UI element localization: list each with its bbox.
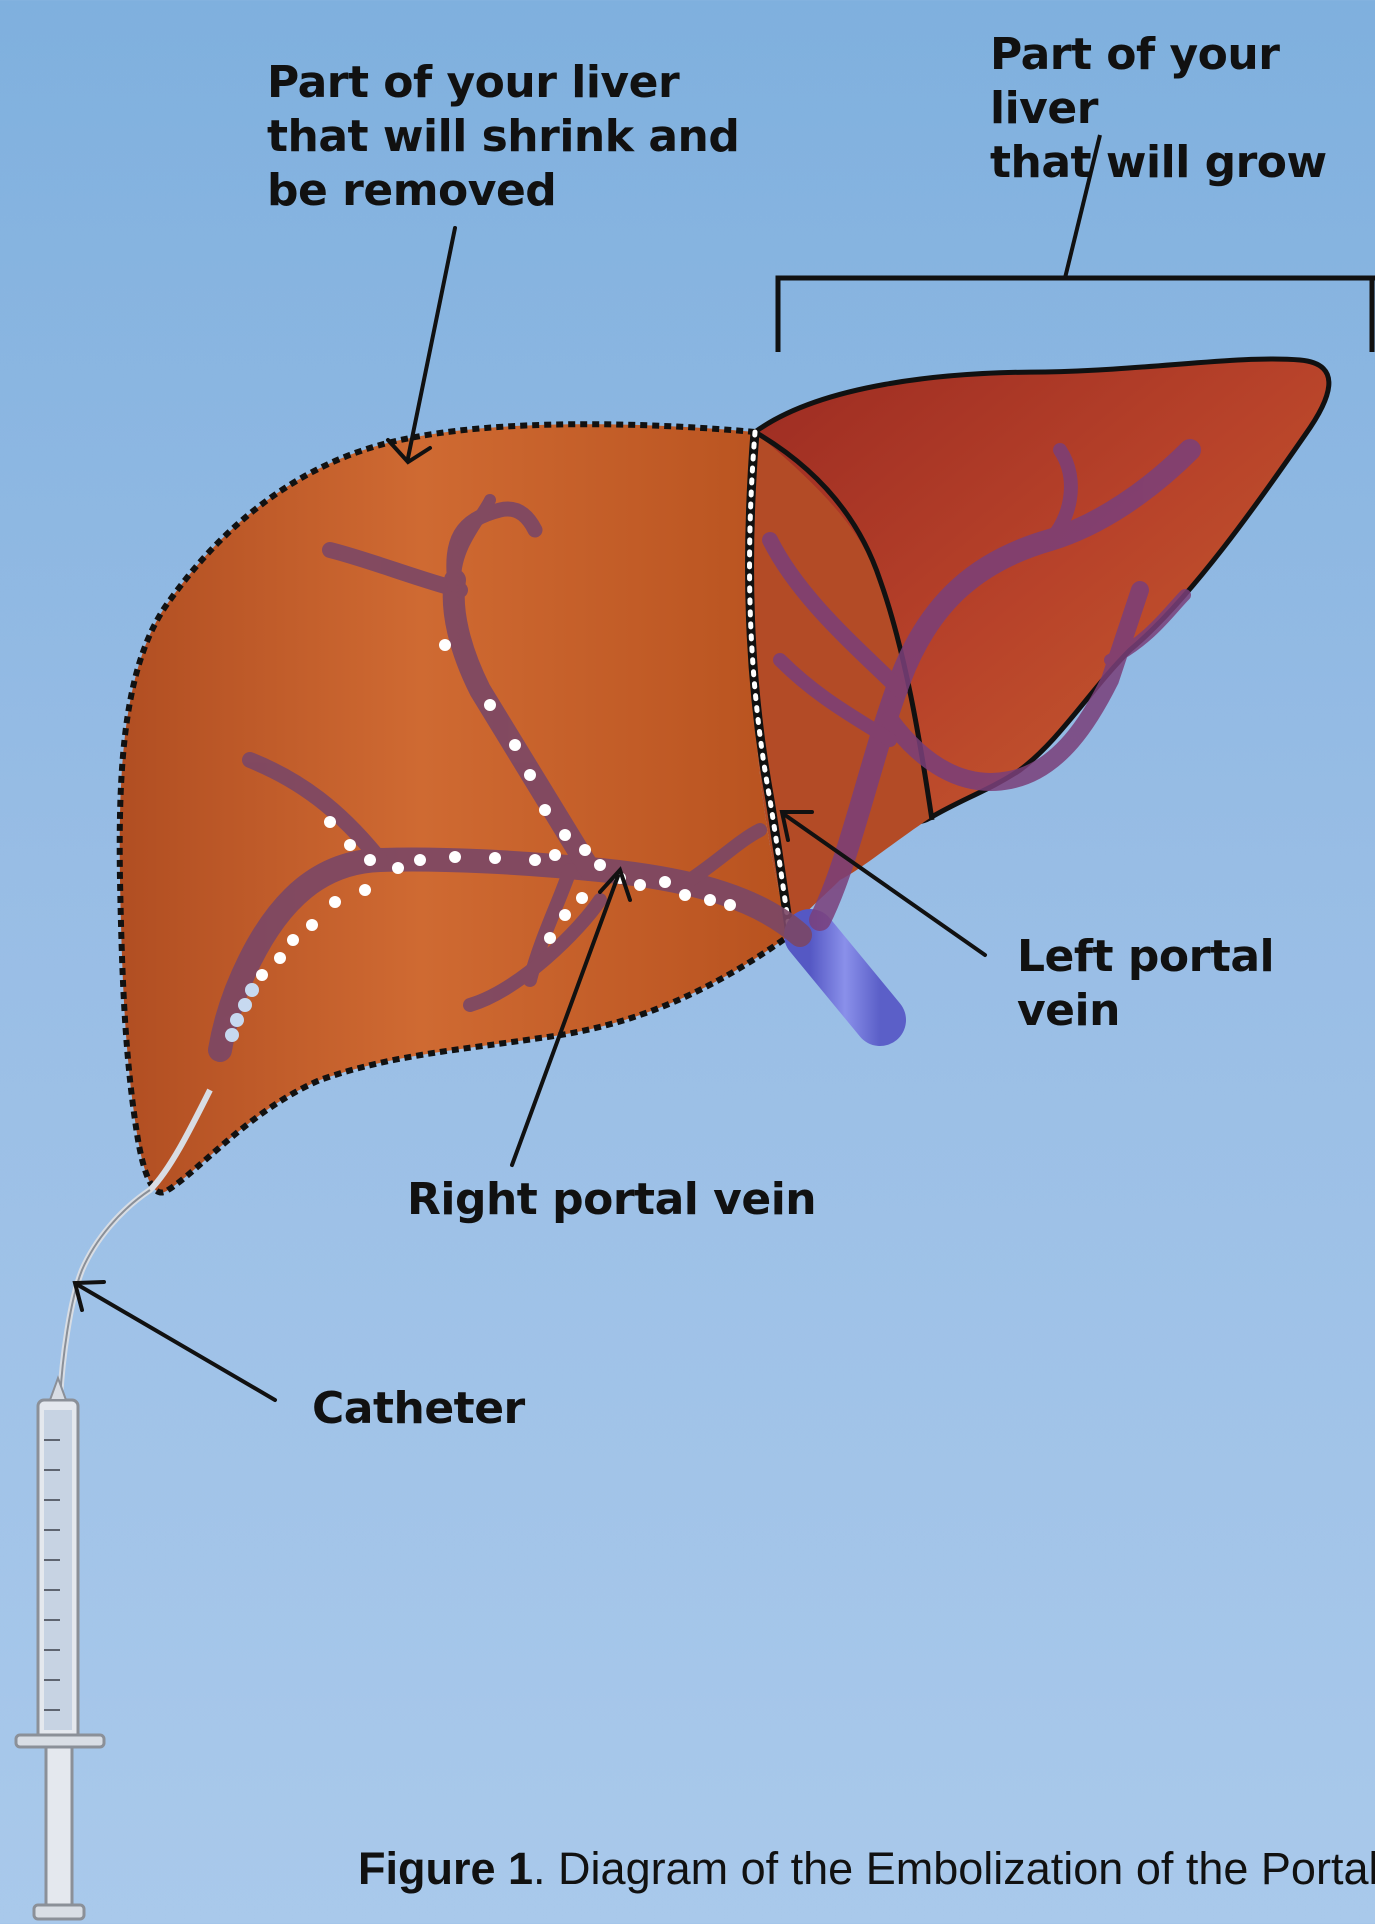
figure-caption: Figure 1. Diagram of the Embolization of… [358,1843,1375,1895]
label-right-portal-vein: Right portal vein [407,1173,816,1227]
label-grow-part: Part of your liver that will grow [990,28,1375,190]
label-left-portal-vein: Left portal vein [1017,930,1375,1038]
caption-text: . Diagram of the Embolization of the Por… [533,1843,1375,1894]
label-shrink-part: Part of your liver that will shrink and … [267,56,739,218]
catheter-tube-outline [60,1190,150,1400]
grow-bracket [778,278,1375,352]
portal-vein-trunk [810,935,880,1020]
figure-number: Figure 1 [358,1843,533,1894]
label-catheter: Catheter [312,1382,525,1436]
syringe [16,1378,104,1919]
